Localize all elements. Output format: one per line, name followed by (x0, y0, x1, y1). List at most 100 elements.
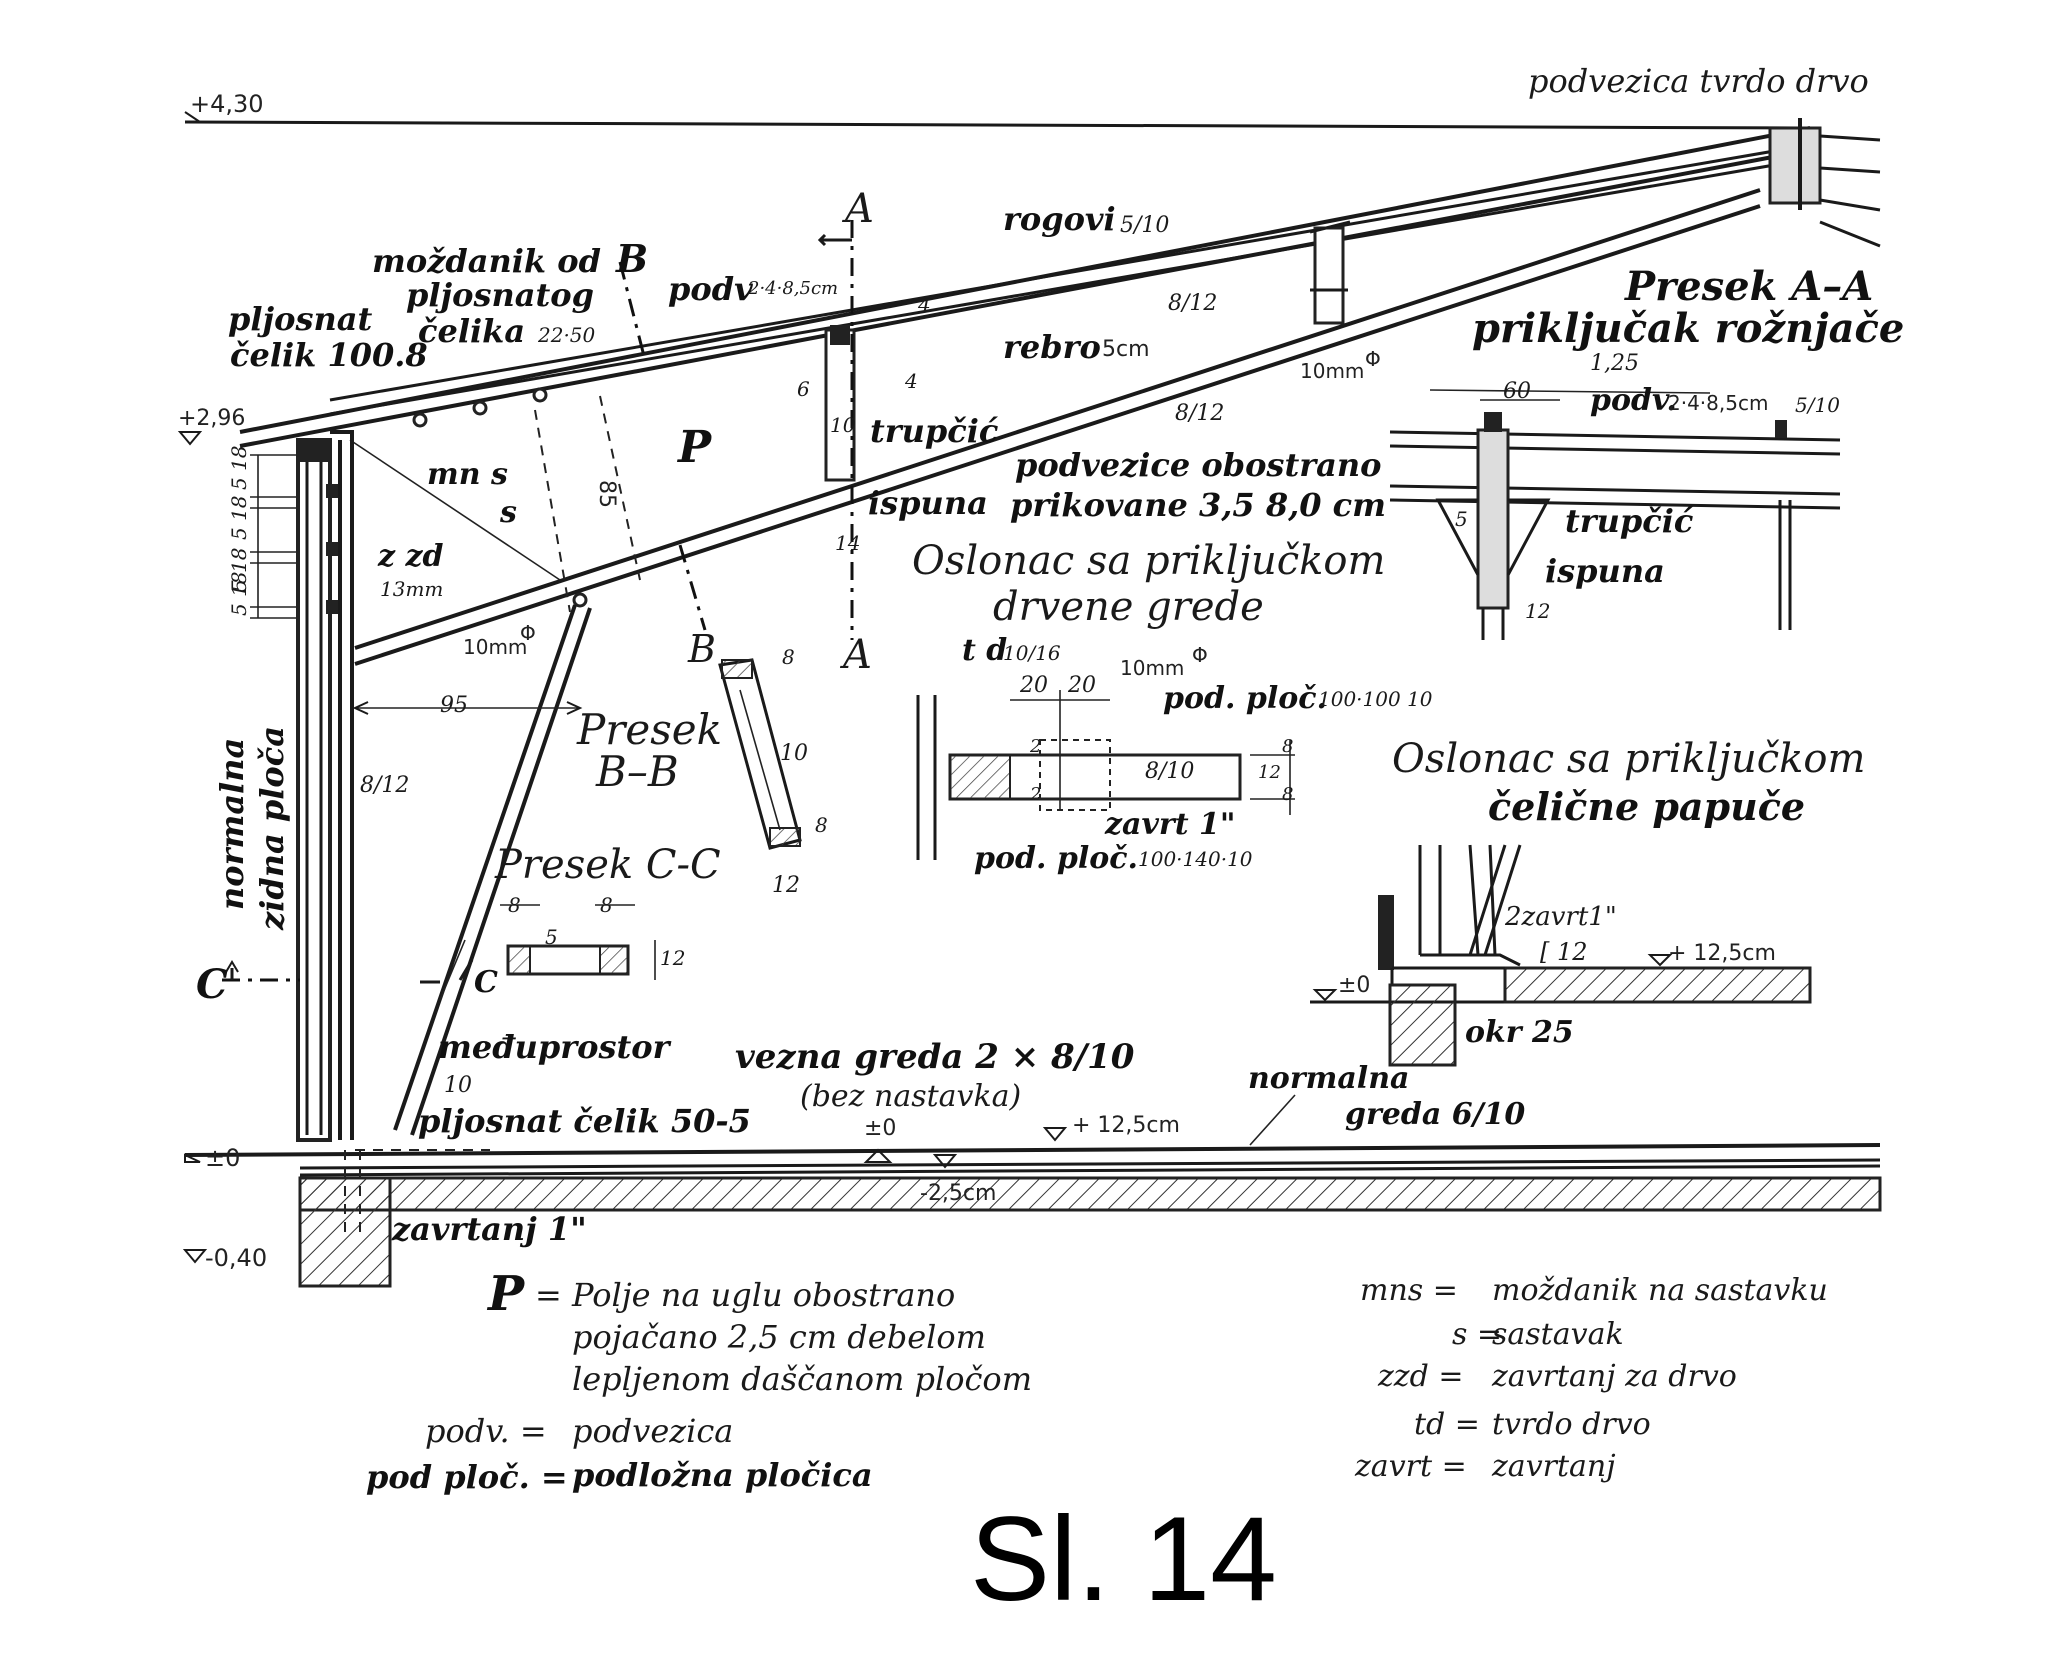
svg-text:5 18: 5 18 (227, 571, 251, 616)
diagonal-strut (393, 604, 592, 1136)
legend-right-val: tvrdo drvo (1492, 1407, 1651, 1442)
oslonac-drvene-pod-ploc-top-dim: 100·100 10 (1318, 687, 1433, 711)
oslonac-celicne-zavrt: 2zavrt1" (1504, 902, 1617, 932)
oslonac-drvene-phi: Φ (1192, 643, 1208, 667)
oslonac-drvene-td-dim: 10/16 (1003, 641, 1061, 665)
presek-cc-dim-12: 12 (660, 946, 685, 970)
oslonac-drvene-dim-2a: 2 (1029, 736, 1041, 757)
oslonac-drvene-title-2: drvene grede (993, 584, 1264, 630)
presek-aa-dim-5: 5 (1455, 507, 1468, 531)
label-mozdanik-3: čelika (418, 312, 525, 350)
label-vezna-1: vezna greda 2 × 8/10 (735, 1037, 1135, 1077)
label-meduprostor-dim: 10 (444, 1073, 472, 1098)
oslonac-celicne-plus: + 12,5cm (1668, 941, 1776, 966)
presek-aa-dim-125: 1,25 (1590, 351, 1639, 376)
oslonac-celicne-okr: okr 25 (1465, 1015, 1574, 1050)
oslonac-drvene-pod-ploc-top: pod. ploč. (1163, 681, 1327, 716)
label-bolt-10mm-b: 10mm (463, 635, 527, 659)
label-dim-8-12-b: 8/12 (1175, 401, 1224, 426)
svg-text:5 18: 5 18 (227, 495, 251, 540)
floor-foundation (182, 1094, 1882, 1288)
label-C-left: C (196, 961, 228, 1008)
legend-right-key: mns = (1360, 1273, 1458, 1308)
label-normalna-greda-2: greda 6/10 (1345, 1097, 1525, 1132)
legend-podv-val: podvezica (572, 1412, 733, 1450)
presek-cc-dim-8b: 8 (600, 893, 613, 917)
elevation-floor-plus: + 12,5cm (1072, 1113, 1180, 1138)
label-rebro: rebro (1003, 328, 1101, 366)
label-dim-4b: 4 (917, 293, 931, 317)
presek-aa-ispuna: ispuna (1545, 552, 1665, 590)
label-dim-95: 95 (440, 693, 468, 718)
label-pljosnat-50: pljosnat čelik 50-5 (418, 1102, 751, 1140)
label-podvezica-tvrdo-drvo: podvezica tvrdo drvo (1528, 62, 1869, 100)
legend-podploc-key: pod ploč. = (366, 1458, 568, 1496)
elevation-floor-zero: ±0 (864, 1116, 896, 1141)
label-normalna-2: zidna ploča (253, 726, 291, 931)
legend-right-val: zavrtanj za drvo (1491, 1359, 1737, 1394)
label-vezna-2: (bez nastavka) (800, 1079, 1021, 1114)
presek-aa-dim-12: 12 (1525, 599, 1550, 623)
presek-bb-title-2: B–B (595, 747, 679, 796)
label-mozdanik-1: moždanik od (372, 242, 601, 280)
oslonac-celicne-zero: ±0 (1338, 973, 1370, 998)
elevation-zero-label: ±0 (205, 1144, 240, 1172)
label-dim-85: 85 (594, 480, 619, 508)
oslonac-drvene-dim-20a: 20 (1019, 673, 1048, 698)
label-trupcic: trupčić (870, 412, 999, 450)
elevation-eave-marker (177, 431, 203, 446)
legend-right-key: td = (1414, 1407, 1480, 1442)
label-dim-8-12-col: 8/12 (360, 773, 409, 798)
label-mns: mn s (427, 457, 508, 492)
label-zzd: z zd (377, 539, 444, 574)
presek-cc-title: Presek C-C (494, 842, 721, 888)
label-rogovi: rogovi (1003, 200, 1116, 238)
presek-bb-dim-12: 12 (772, 873, 800, 898)
left-side-dims: 5 18 5 18 5 18 5 18 (227, 445, 251, 616)
legend-P-line1: Polje na uglu obostrano (571, 1276, 955, 1314)
label-podv-top: podv (668, 270, 753, 308)
top-elevation: +4,30 (184, 90, 1801, 130)
label-dim-14: 14 (835, 531, 860, 555)
oslonac-celicne-title-1: Oslonac sa priključkom (1392, 736, 1865, 782)
elevation-foundation-label: -0,40 (205, 1244, 267, 1272)
label-B-mid: B (687, 627, 716, 671)
oslonac-drvene-title-1: Oslonac sa priključkom (912, 538, 1385, 584)
svg-text:5 18: 5 18 (227, 547, 251, 592)
presek-aa-title-2: priključak rožnjače (1472, 305, 1904, 352)
label-mozdanik-dim: 22·50 (537, 323, 596, 347)
label-C-right: C (474, 965, 498, 1000)
dim-95 (352, 701, 583, 715)
presek-bb-drawing (718, 658, 802, 850)
presek-cc-dim-5: 5 (545, 925, 558, 949)
label-mozdanik-B: B (615, 236, 648, 281)
label-zzd-dim: 13mm (380, 577, 443, 601)
legend-right-val: zavrtanj (1491, 1449, 1616, 1484)
presek-aa-dim-5-10: 5/10 (1795, 393, 1840, 417)
label-bolt-10mm-a: 10mm (1300, 359, 1364, 383)
presek-aa-dim-60: 60 (1503, 379, 1531, 404)
label-A-top: A (841, 186, 874, 232)
legend-podploc-val: podložna pločica (572, 1456, 873, 1494)
label-podvezice-2: prikovane 3,5 8,0 cm (1010, 486, 1386, 524)
presek-bb-dim-8a: 8 (782, 645, 795, 669)
oslonac-drvene-pod-ploc-bottom-dim: 100·140·10 (1138, 847, 1253, 871)
presek-bb-dim-8b: 8 (815, 813, 828, 837)
oslonac-drvene-dim-8a: 8 (1282, 736, 1293, 757)
label-dim-4: 4 (904, 369, 918, 393)
label-s: s (499, 495, 517, 530)
label-pljosnat-1: pljosnat (228, 300, 372, 338)
label-normalna-greda-1: normalna (1248, 1061, 1409, 1096)
label-dim-6: 6 (797, 377, 810, 401)
label-A-bottom: A (839, 632, 872, 678)
elevation-slab: -2,5cm (920, 1181, 996, 1206)
svg-text:5 18: 5 18 (227, 445, 251, 490)
legend-P-symbol: P (486, 1266, 526, 1322)
presek-bb-title-1: Presek (576, 705, 722, 754)
presek-aa-podv: podv. (1590, 383, 1677, 418)
label-rogovi-dim: 5/10 (1120, 213, 1169, 238)
presek-aa-trupcic: trupčić (1565, 502, 1694, 540)
label-field-P: P (676, 422, 713, 473)
elevation-eave-label: +2,96 (178, 406, 245, 431)
